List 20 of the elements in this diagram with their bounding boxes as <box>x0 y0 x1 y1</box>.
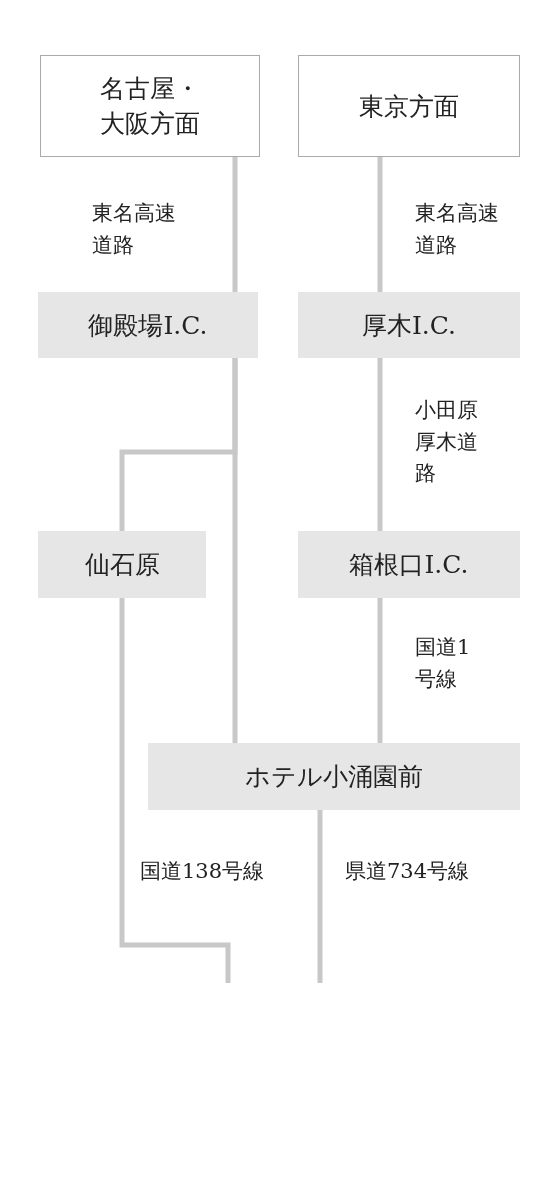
waypoint-box: 厚木I.C. <box>298 292 520 358</box>
road-name: 東名高速道路 <box>415 200 500 259</box>
road-name: 東名高速道路 <box>92 200 177 259</box>
road-line <box>377 358 383 531</box>
destination-box: ホテル小涌園前 <box>148 743 520 810</box>
road-line <box>377 157 383 292</box>
road-line <box>232 157 238 292</box>
road-line <box>119 598 231 983</box>
road-name: 小田原厚木道路 <box>415 397 479 487</box>
road-name: 国道1号線 <box>415 634 472 693</box>
road-line <box>377 598 383 743</box>
road-line <box>317 810 323 983</box>
origin-box: 東京方面 <box>298 55 520 157</box>
origin-box: 名古屋・大阪方面 <box>40 55 260 157</box>
road-name: 県道734号線 <box>345 858 470 885</box>
waypoint-box: 仙石原 <box>38 531 206 598</box>
waypoint-box: 箱根口I.C. <box>298 531 520 598</box>
waypoint-box: 御殿場I.C. <box>38 292 258 358</box>
road-line <box>119 358 238 531</box>
road-name: 国道138号線 <box>140 858 265 885</box>
